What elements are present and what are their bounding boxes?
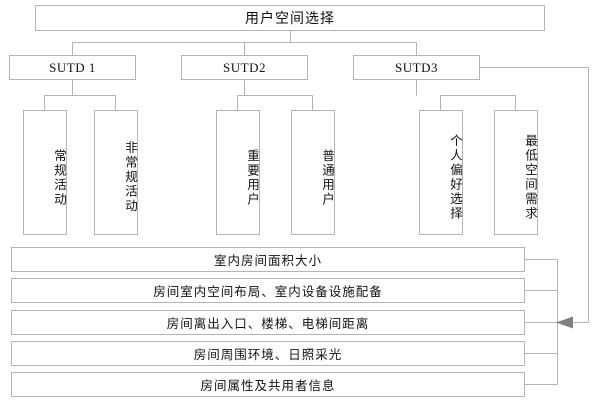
leaf-node-sutd3-child1[interactable]: 个人偏好选择: [419, 110, 463, 235]
leaf-node-sutd1-child1[interactable]: 常规活动: [23, 110, 67, 235]
leaf-node-sutd2-child1[interactable]: 重要用户: [216, 110, 260, 235]
leaf-node-sutd2-child2[interactable]: 普通用户: [291, 110, 335, 235]
attribute-bar-5[interactable]: 房间属性及共用者信息: [11, 372, 525, 397]
group-node-sutd3[interactable]: SUTD3: [353, 55, 480, 80]
leaf-node-sutd1-child2[interactable]: 非常规活动: [94, 110, 138, 235]
attribute-bar-1[interactable]: 室内房间面积大小: [11, 247, 525, 272]
group-node-sutd2[interactable]: SUTD2: [181, 55, 308, 80]
attribute-bar-3[interactable]: 房间离出入口、楼梯、电梯间距离: [11, 310, 525, 335]
root-node[interactable]: 用户空间选择: [35, 5, 545, 31]
attribute-bar-2[interactable]: 房间室内空间布局、室内设备设施配备: [11, 278, 525, 303]
leaf-node-sutd3-child2[interactable]: 最低空间需求: [494, 110, 538, 235]
group-node-sutd1[interactable]: SUTD 1: [9, 55, 136, 80]
attribute-bar-4[interactable]: 房间周围环境、日照采光: [11, 341, 525, 366]
arrowhead-icon: [556, 316, 573, 329]
